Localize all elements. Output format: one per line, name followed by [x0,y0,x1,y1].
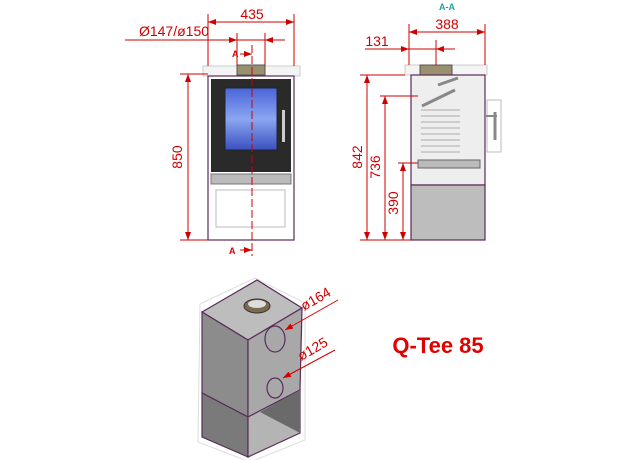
depth-dim-label: 388 [435,16,459,32]
lower-height-label: 390 [385,191,401,215]
upper-hole-label: ø164 [298,284,334,314]
flue-offset-label: 131 [365,33,389,49]
front-view [125,14,301,256]
door-glass [224,87,278,151]
upper-hole [264,325,286,353]
lower-hole [266,377,284,399]
side-height-label: 842 [349,145,365,169]
ash-drawer [210,173,292,185]
iso-view [197,277,339,460]
section-label: A-A [439,2,455,12]
section-mark-top: A [232,49,239,59]
flue-height-label: 736 [367,155,383,179]
door-handle [282,110,285,142]
section-view [360,24,502,241]
flue-dim-label: Ø147/ø150 [139,23,209,39]
flue-collar-side [419,64,453,76]
base-section [410,184,486,241]
storage-compartment [215,189,286,228]
model-title: Q-Tee 85 [392,333,483,358]
section-mark-bottom: A [229,246,236,256]
width-dim-label: 435 [240,6,264,22]
height-dim-label: 850 [169,145,185,169]
flue-collar [236,64,266,76]
